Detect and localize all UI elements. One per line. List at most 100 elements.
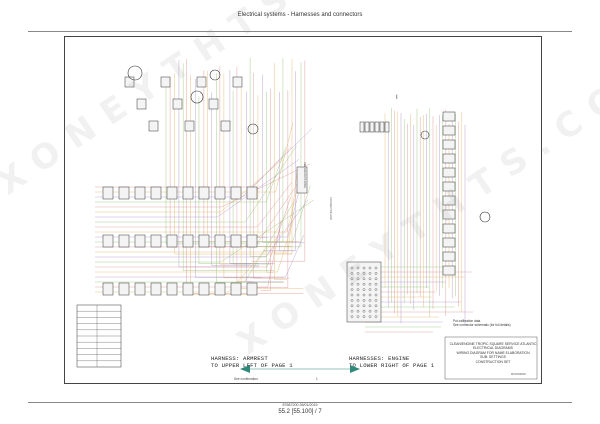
wire	[182, 63, 275, 271]
drawing-title-block: CLEAN/ENGINE TROPIC SQUARE SERVICE ATLAN…	[449, 342, 537, 364]
wire	[203, 70, 292, 247]
connector-pin	[350, 304, 354, 308]
connector-block	[369, 121, 375, 133]
wire	[165, 79, 260, 245]
armrest-harness-label: HARNESS: ARMREST TO UPPER LEFT OF PAGE 1	[211, 355, 293, 369]
wire	[95, 234, 305, 278]
connector-block	[182, 234, 194, 248]
wire	[95, 146, 292, 188]
connector-block	[214, 234, 226, 248]
connector-pin	[374, 315, 378, 318]
connector-pin	[374, 293, 378, 297]
connector-pin	[350, 277, 354, 281]
component-symbol	[127, 65, 143, 81]
connector-pin	[362, 266, 366, 270]
connector-block	[442, 223, 456, 234]
connector-block	[442, 251, 456, 262]
connector-pin	[374, 272, 378, 275]
connector-pin	[374, 282, 378, 286]
connector-pin	[368, 304, 372, 308]
wire	[95, 163, 311, 208]
connector-block	[208, 98, 219, 110]
footer-document-id: 87687200 28/01/2015	[282, 403, 318, 407]
vertical-note-right: CONNECTOR AND	[329, 197, 332, 220]
wire	[95, 147, 286, 203]
calibration-note-line1: Put calibration data	[453, 319, 481, 323]
engine-harness-label-line1: HARNESSES: ENGINE	[349, 355, 410, 362]
connector-pin	[362, 272, 366, 275]
wire	[260, 88, 271, 291]
wire	[246, 91, 284, 283]
page-arrows	[240, 365, 360, 373]
connector-block	[148, 120, 159, 132]
connector-block	[150, 234, 162, 248]
arrow-right-icon[interactable]	[350, 365, 360, 373]
drawing-reference-code: RCP00000	[511, 372, 526, 376]
connector-block	[379, 121, 385, 133]
wire	[95, 199, 309, 258]
connector-pin	[368, 282, 372, 286]
connector-block	[220, 120, 231, 132]
connector-pin	[362, 288, 366, 291]
header-divider	[28, 31, 572, 32]
connector-block	[246, 282, 258, 296]
connector-pin	[350, 288, 354, 291]
connector-pin	[374, 288, 378, 291]
armrest-harness-label-line2: TO UPPER LEFT OF PAGE 1	[211, 362, 293, 369]
component-symbol	[247, 123, 259, 135]
connector-block	[246, 186, 258, 200]
connector-block	[198, 234, 210, 248]
page-header: Electrical systems - Harnesses and conne…	[237, 12, 363, 18]
wire	[95, 159, 283, 213]
connector-block	[442, 209, 456, 220]
connector-block	[198, 282, 210, 296]
page-marker: I	[396, 95, 398, 101]
wire	[274, 59, 293, 254]
connector-pin	[368, 293, 372, 297]
connector-block	[442, 195, 456, 206]
connector-block	[296, 166, 308, 194]
calibration-note: Put calibration data See connector schem…	[453, 319, 511, 327]
engine-harness-label-line2: TO LOWER RIGHT OF PAGE 1	[349, 362, 435, 369]
wire	[257, 95, 267, 238]
connector-pin	[362, 293, 366, 297]
connector-pin	[350, 282, 354, 286]
connector-pin	[356, 293, 360, 297]
wire	[274, 63, 287, 280]
wire	[95, 199, 315, 263]
wire	[95, 159, 300, 218]
connector-pin	[374, 299, 378, 302]
connector-pin	[368, 299, 372, 302]
component-symbol	[479, 211, 491, 223]
connector-pin	[368, 277, 372, 281]
see-confirmation-link[interactable]: See confirmation	[234, 377, 258, 381]
arrow-left-icon[interactable]	[240, 365, 250, 373]
connector-pin	[356, 288, 360, 291]
wire	[95, 214, 296, 273]
connector-block	[442, 139, 456, 150]
connector-block	[230, 234, 242, 248]
wire	[216, 73, 285, 283]
connector-pin	[374, 309, 378, 313]
connector-block	[246, 234, 258, 248]
connector-block	[442, 265, 456, 276]
connector-block	[196, 76, 207, 88]
connector-pin	[368, 315, 372, 318]
connector-block	[150, 186, 162, 200]
connector-block	[214, 186, 226, 200]
connector-pin	[374, 277, 378, 281]
wire	[253, 90, 289, 288]
connector-pin	[356, 315, 360, 318]
title-block-line4: SUB: SETTINGS	[480, 355, 506, 360]
wire	[207, 71, 301, 243]
wire	[262, 71, 296, 252]
connector-block	[442, 111, 456, 122]
connector-block	[198, 186, 210, 200]
connector-pin	[350, 299, 354, 302]
wiring-diagram: HARNESS: ARMREST TO UPPER LEFT OF PAGE 1…	[64, 36, 542, 384]
connector-block	[134, 234, 146, 248]
title-block-line5: CONSTRUCTION SET	[475, 359, 511, 364]
connector-block	[374, 121, 380, 133]
wire	[198, 96, 259, 264]
connector-pin	[368, 309, 372, 313]
